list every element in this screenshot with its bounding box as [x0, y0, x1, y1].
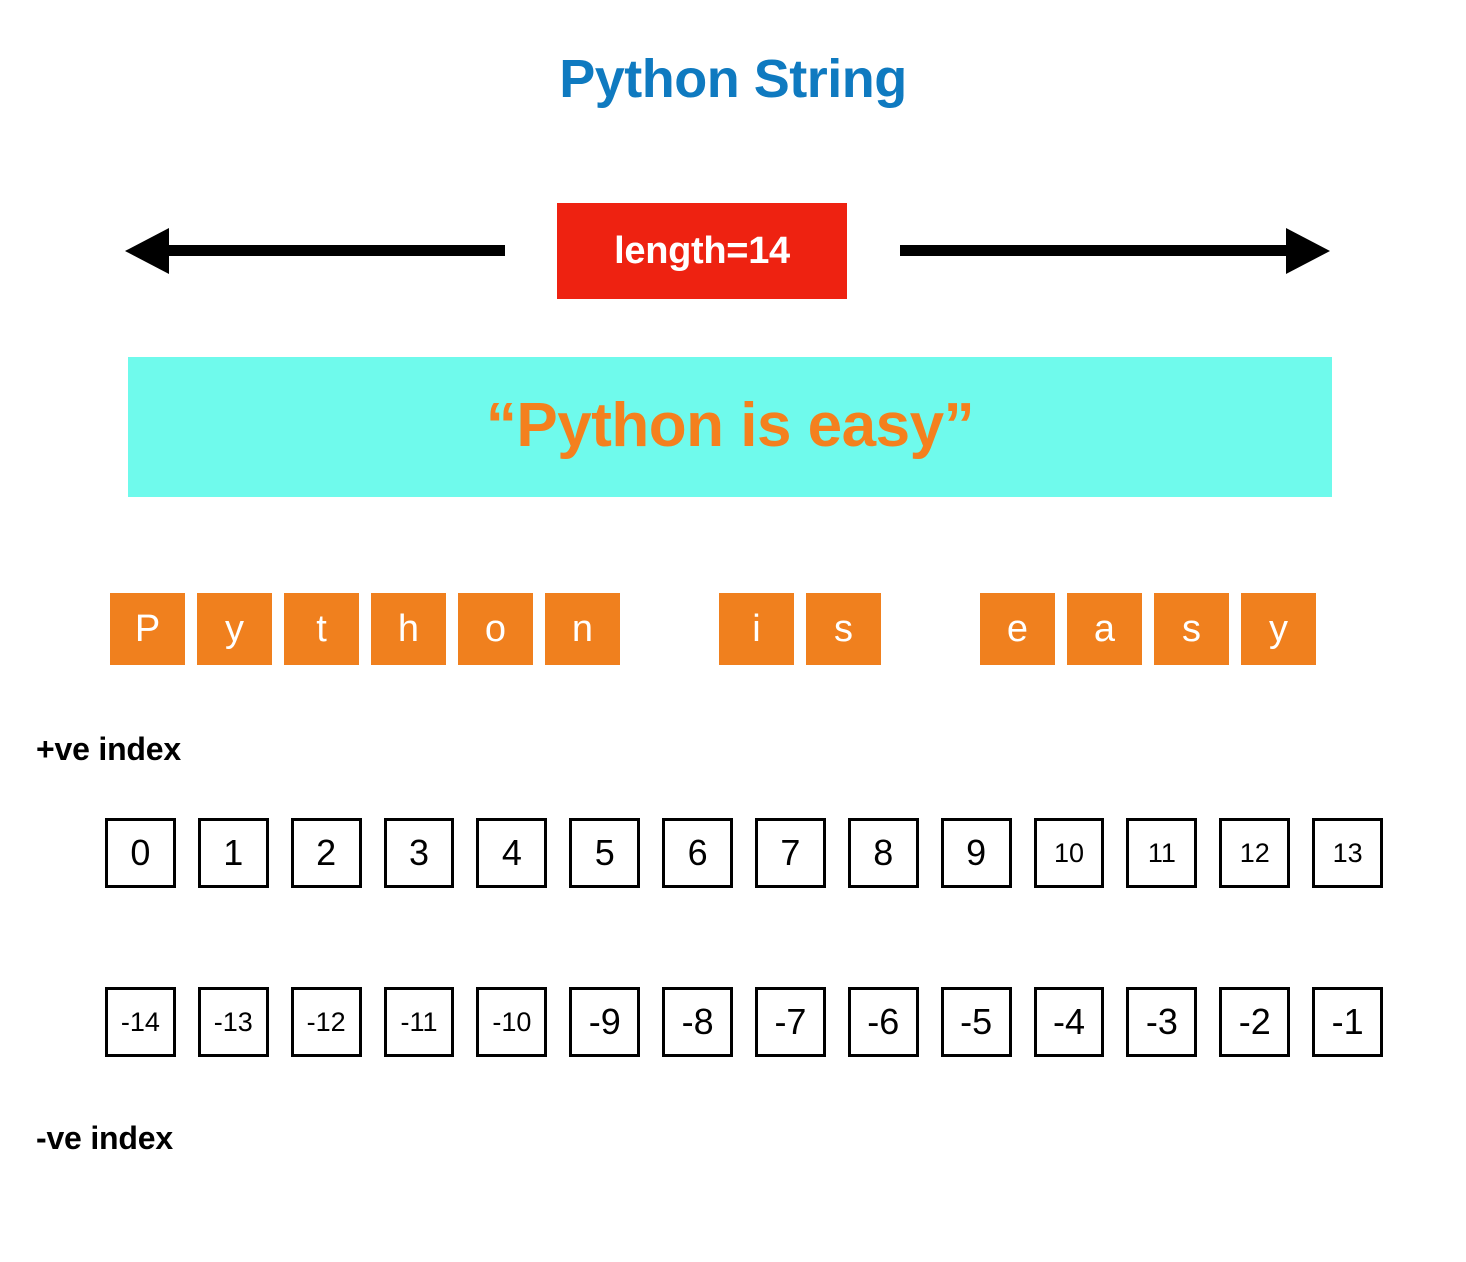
negative-index-cell: -14: [105, 987, 176, 1057]
negative-index-row: -14 -13 -12 -11 -10 -9 -8 -7 -6 -5 -4 -3 -2 -1: [105, 987, 1405, 1057]
positive-index-cell: 11: [1126, 818, 1198, 888]
positive-index-cell: 2: [290, 818, 362, 888]
negative-index-cell: -7: [755, 987, 826, 1057]
positive-index-cell: 12: [1219, 818, 1291, 888]
character-cell: s: [1154, 593, 1229, 665]
negative-index-cell: -3: [1126, 987, 1198, 1057]
character-cell: y: [197, 593, 272, 665]
positive-index-cell: 9: [940, 818, 1012, 888]
character-cell: i: [719, 593, 794, 665]
character-cell-space: [632, 593, 707, 665]
positive-index-cell: 1: [197, 818, 269, 888]
character-cell-space: [893, 593, 968, 665]
positive-index-cell: 7: [755, 818, 826, 888]
negative-index-cell: -13: [197, 987, 269, 1057]
negative-index-cell: -9: [569, 987, 641, 1057]
character-cell: h: [371, 593, 446, 665]
positive-index-label: +ve index: [36, 731, 181, 767]
negative-index-cell: -6: [847, 987, 919, 1057]
positive-index-cell: 0: [105, 818, 176, 888]
positive-index-cell: 4: [476, 818, 548, 888]
character-cell: P: [110, 593, 185, 665]
length-indicator-row: length=14: [0, 203, 1466, 299]
negative-index-label: -ve index: [36, 1120, 173, 1156]
negative-index-cell: -10: [476, 987, 548, 1057]
positive-index-cell: 10: [1033, 818, 1105, 888]
character-cell: e: [980, 593, 1055, 665]
negative-index-cell: -1: [1312, 987, 1384, 1057]
character-cell: y: [1241, 593, 1316, 665]
negative-index-cell: -5: [940, 987, 1012, 1057]
character-cell: t: [284, 593, 359, 665]
string-value-banner: “Python is easy”: [128, 357, 1332, 497]
page-title: Python String: [559, 49, 907, 109]
string-value-text: “Python is easy”: [485, 390, 975, 460]
length-badge: length=14: [557, 203, 847, 299]
positive-index-cell: 8: [847, 818, 919, 888]
arrow-left-icon: [125, 203, 505, 299]
character-cell: a: [1067, 593, 1142, 665]
positive-index-cell: 3: [383, 818, 455, 888]
negative-index-cell: -2: [1219, 987, 1291, 1057]
negative-index-cell: -8: [662, 987, 734, 1057]
length-label: length=14: [614, 229, 790, 272]
character-cell: o: [458, 593, 533, 665]
negative-index-cell: -12: [290, 987, 362, 1057]
positive-index-cell: 5: [569, 818, 641, 888]
arrow-right-icon: [900, 203, 1330, 299]
character-cell: n: [545, 593, 620, 665]
positive-index-cell: 6: [662, 818, 734, 888]
negative-index-cell: -4: [1033, 987, 1105, 1057]
negative-index-cell: -11: [383, 987, 455, 1057]
character-cell: s: [806, 593, 881, 665]
positive-index-cell: 13: [1312, 818, 1384, 888]
